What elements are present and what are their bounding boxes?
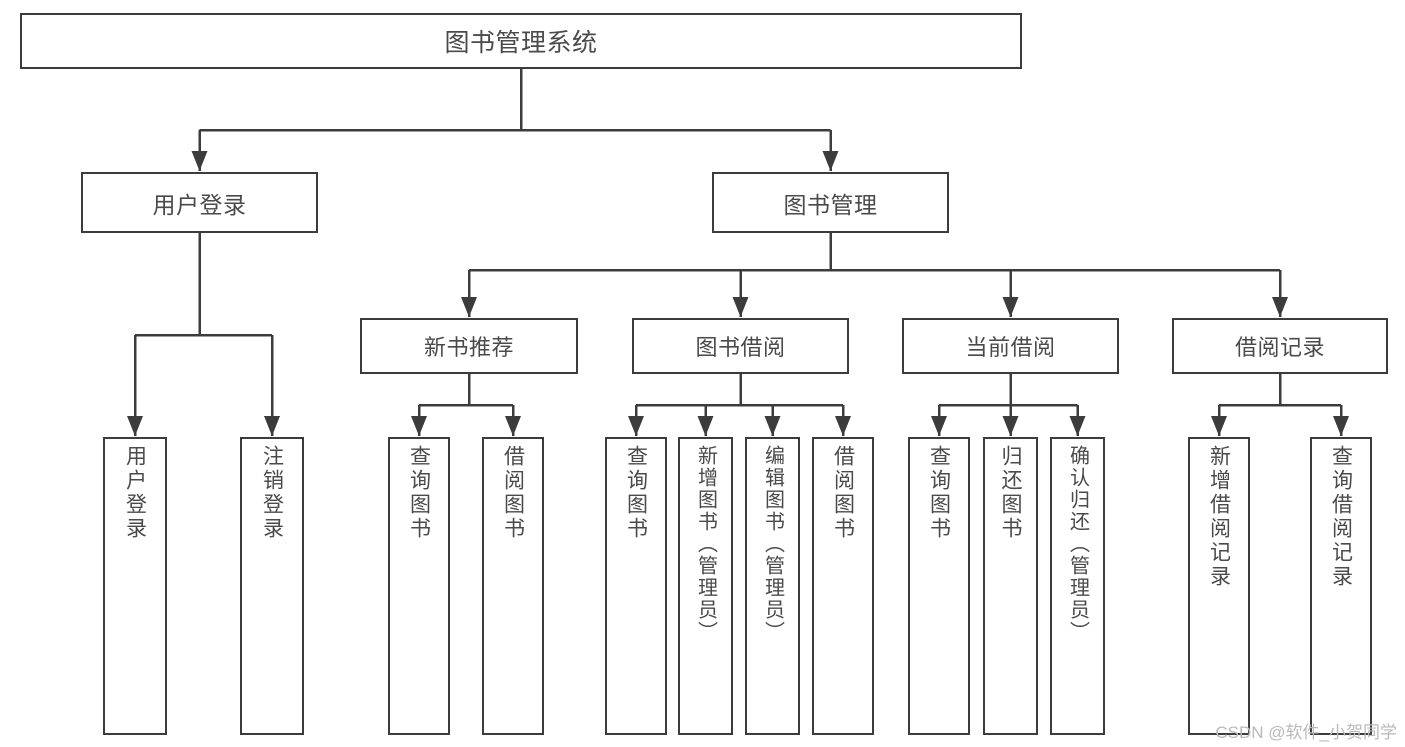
arrow-head-icon bbox=[697, 416, 714, 436]
node-l-qrec[interactable]: 查询借阅记录 bbox=[1310, 437, 1372, 735]
node-label: 用户登录 bbox=[152, 191, 247, 218]
node-label: 新书推荐 bbox=[423, 335, 514, 360]
node-current[interactable]: 当前借阅 bbox=[902, 318, 1119, 374]
node-label: 图书管理系统 bbox=[444, 29, 598, 57]
arrow-head-icon bbox=[1002, 297, 1019, 317]
node-bookmgmt[interactable]: 图书管理 bbox=[712, 172, 949, 233]
arrow-head-icon bbox=[628, 416, 644, 436]
node-l-confirm[interactable]: 确认归还（管理员） bbox=[1050, 437, 1105, 735]
node-label: 新增图书（管理员） bbox=[694, 445, 717, 643]
node-label: 图书借阅 bbox=[695, 335, 786, 360]
node-label: 查询借阅记录 bbox=[1329, 445, 1353, 589]
node-borrow[interactable]: 图书借阅 bbox=[632, 318, 849, 374]
arrow-head-icon bbox=[732, 297, 749, 317]
node-label: 归还图书 bbox=[999, 445, 1022, 541]
node-label: 借阅记录 bbox=[1234, 335, 1325, 360]
arrow-head-icon bbox=[931, 416, 947, 436]
arrow-head-icon bbox=[1272, 297, 1288, 317]
node-label: 图书管理 bbox=[783, 191, 878, 218]
node-label: 当前借阅 bbox=[965, 335, 1056, 360]
arrow-head-icon bbox=[1211, 416, 1227, 436]
node-l-logout[interactable]: 注销登录 bbox=[240, 437, 304, 735]
node-l-bbook1[interactable]: 借阅图书 bbox=[482, 437, 544, 735]
arrow-head-icon bbox=[461, 297, 477, 317]
node-records[interactable]: 借阅记录 bbox=[1172, 318, 1388, 374]
node-label: 借阅图书 bbox=[831, 445, 855, 541]
node-label: 新增借阅记录 bbox=[1207, 445, 1231, 589]
node-label: 用户登录 bbox=[123, 445, 147, 541]
node-login[interactable]: 用户登录 bbox=[81, 172, 318, 233]
node-l-login[interactable]: 用户登录 bbox=[103, 437, 167, 735]
arrow-head-icon bbox=[191, 151, 208, 171]
node-label: 查询图书 bbox=[927, 445, 951, 541]
node-label: 查询图书 bbox=[624, 445, 648, 541]
arrow-head-icon bbox=[505, 416, 521, 436]
node-l-qbook3[interactable]: 查询图书 bbox=[908, 437, 970, 735]
node-label: 借阅图书 bbox=[501, 445, 525, 541]
node-label: 确认归还（管理员） bbox=[1066, 445, 1089, 643]
node-root[interactable]: 图书管理系统 bbox=[20, 13, 1022, 69]
node-l-qbook2[interactable]: 查询图书 bbox=[605, 437, 667, 735]
node-l-qbook1[interactable]: 查询图书 bbox=[388, 437, 450, 735]
arrow-head-icon bbox=[1069, 416, 1086, 436]
arrow-head-icon bbox=[1333, 416, 1349, 436]
arrow-head-icon bbox=[822, 151, 839, 171]
node-label: 编辑图书（管理员） bbox=[761, 445, 784, 643]
node-l-addrec[interactable]: 新增借阅记录 bbox=[1188, 437, 1250, 735]
node-label: 查询图书 bbox=[407, 445, 431, 541]
node-l-addbook[interactable]: 新增图书（管理员） bbox=[678, 437, 733, 735]
arrow-head-icon bbox=[411, 416, 427, 436]
arrow-head-icon bbox=[1002, 416, 1019, 436]
node-l-editbook[interactable]: 编辑图书（管理员） bbox=[745, 437, 800, 735]
arrow-head-icon bbox=[264, 416, 280, 436]
arrow-head-icon bbox=[127, 416, 143, 436]
node-l-return[interactable]: 归还图书 bbox=[983, 437, 1038, 735]
node-label: 注销登录 bbox=[260, 445, 284, 541]
arrow-head-icon bbox=[764, 416, 781, 436]
arrow-head-icon bbox=[835, 416, 851, 436]
node-newrec[interactable]: 新书推荐 bbox=[360, 318, 578, 374]
node-l-bbook2[interactable]: 借阅图书 bbox=[812, 437, 874, 735]
